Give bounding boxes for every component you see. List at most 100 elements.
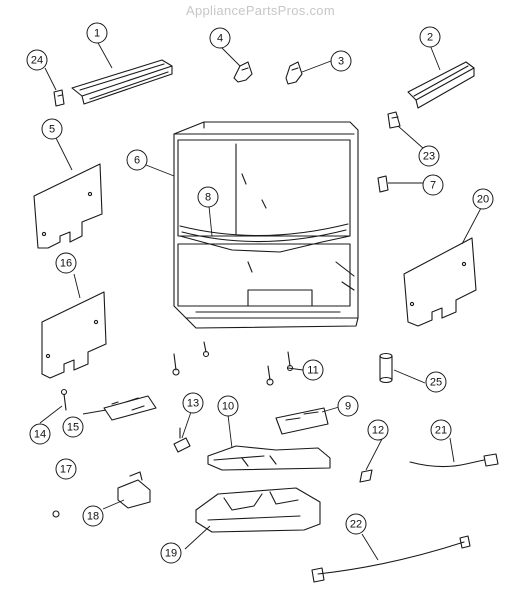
- callout-label: 10: [222, 401, 234, 413]
- leader-2: [429, 44, 441, 71]
- part-5-panel: [33, 163, 103, 249]
- callout-label: 2: [427, 32, 433, 44]
- leader-14: [39, 405, 63, 424]
- callout-circle: [330, 50, 352, 72]
- callout-circle: [418, 145, 440, 167]
- callout-circle: [419, 26, 441, 48]
- callout-circle: [182, 392, 204, 414]
- callout-15: 15: [62, 416, 84, 438]
- leader-11: [287, 367, 304, 371]
- part-20-panel: [403, 237, 477, 327]
- callout-circle: [217, 395, 239, 417]
- part-8-divider: [179, 223, 349, 243]
- leader-13: [181, 408, 193, 439]
- leader-5: [55, 137, 73, 171]
- callout-label: 7: [430, 180, 436, 192]
- callout-label: 24: [31, 55, 43, 67]
- leader-19: [184, 525, 211, 550]
- callout-21: 21: [430, 419, 452, 441]
- callout-circle: [29, 423, 51, 445]
- callout-7: 7: [422, 174, 444, 196]
- leader-16: [73, 273, 81, 299]
- callout-circle: [472, 188, 494, 210]
- callout-label: 4: [217, 33, 223, 45]
- callout-label: 13: [187, 398, 199, 410]
- callout-12: 12: [367, 419, 389, 441]
- part-7-clip: [377, 175, 389, 193]
- callout-label: 21: [435, 425, 447, 437]
- leader-10: [227, 414, 233, 449]
- leader-12: [365, 438, 383, 471]
- leader-24: [44, 67, 57, 91]
- callout-label: 3: [338, 56, 344, 68]
- leader-4: [219, 45, 241, 67]
- part-25-cylinder: [379, 352, 393, 384]
- part-4-latch: [233, 61, 253, 83]
- leader-22: [361, 533, 379, 561]
- part-2-rail: [407, 61, 475, 109]
- callout-label: 8: [205, 192, 211, 204]
- callout-circle: [86, 22, 108, 44]
- part-18-valve: [117, 471, 151, 509]
- part-12-clip: [359, 469, 373, 483]
- part-13-sensor: [173, 427, 191, 453]
- callout-circle: [302, 359, 324, 381]
- callout-label: 9: [345, 401, 351, 413]
- part-14-plug: [60, 388, 68, 411]
- callout-24: 24: [26, 49, 48, 71]
- callout-20: 20: [472, 188, 494, 210]
- callout-label: 17: [60, 464, 72, 476]
- leader-18: [102, 499, 125, 510]
- callout-circle: [430, 419, 452, 441]
- part-11-feet: [172, 341, 294, 386]
- callout-16: 16: [55, 252, 77, 274]
- callout-label: 19: [165, 548, 177, 560]
- callout-circle: [425, 371, 447, 393]
- callout-label: 16: [60, 258, 72, 270]
- callout-label: 14: [34, 429, 46, 441]
- part-22-hose: [311, 535, 471, 583]
- callout-circle: [345, 513, 367, 535]
- callout-4: 4: [209, 27, 231, 49]
- callout-label: 18: [87, 511, 99, 523]
- callout-circle: [209, 27, 231, 49]
- callout-8: 8: [197, 186, 219, 208]
- callout-11: 11: [302, 359, 324, 381]
- callout-17: 17: [55, 458, 77, 480]
- callout-label: 25: [430, 377, 442, 389]
- callout-2: 2: [419, 26, 441, 48]
- callout-13: 13: [182, 392, 204, 414]
- callout-18: 18: [82, 505, 104, 527]
- callout-circle: [55, 458, 77, 480]
- callout-circle: [41, 118, 63, 140]
- callout-circle: [55, 252, 77, 274]
- leader-20: [461, 207, 482, 245]
- callout-19: 19: [160, 542, 182, 564]
- leader-15: [82, 409, 107, 415]
- callout-label: 23: [423, 151, 435, 163]
- callout-1: 1: [86, 22, 108, 44]
- part-17-nut: [52, 510, 60, 518]
- part-15-board: [103, 395, 157, 421]
- callout-9: 9: [337, 395, 359, 417]
- callout-label: 15: [67, 422, 79, 434]
- part-24-clip: [53, 89, 65, 107]
- callout-14: 14: [29, 423, 51, 445]
- callout-25: 25: [425, 371, 447, 393]
- callout-circle: [197, 186, 219, 208]
- part-21-hose: [409, 453, 499, 468]
- leader-21: [449, 437, 455, 463]
- leader-23: [397, 125, 425, 150]
- callout-label: 22: [350, 519, 362, 531]
- callout-5: 5: [41, 118, 63, 140]
- leader-3: [301, 60, 332, 73]
- part-19-base: [195, 487, 321, 533]
- callout-label: 20: [477, 194, 489, 206]
- leader-6: [145, 164, 175, 177]
- callout-circle: [367, 419, 389, 441]
- callout-6: 6: [126, 149, 148, 171]
- leader-8: [208, 205, 213, 237]
- part-10-housing: [207, 445, 331, 471]
